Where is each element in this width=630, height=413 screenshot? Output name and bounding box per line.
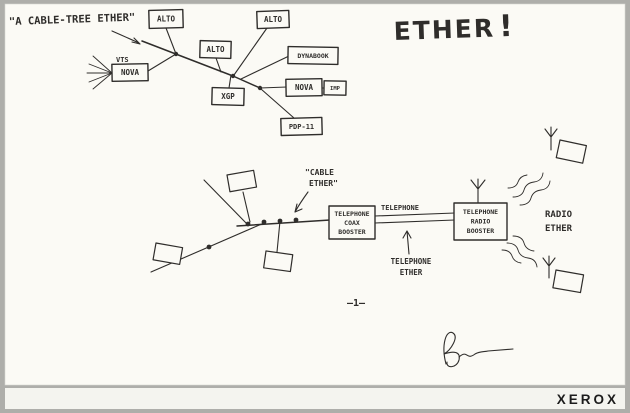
svg-text:ALTO: ALTO	[206, 45, 225, 54]
page-title: ETHER!	[393, 9, 515, 48]
radio-ether-label-line2: ETHER	[545, 224, 573, 234]
junction-dot	[173, 51, 179, 57]
stub-top-terminal	[242, 191, 251, 223]
branch-dynabook	[240, 55, 290, 80]
svg-text:NOVA: NOVA	[295, 83, 314, 92]
svg-text:PDP-11: PDP-11	[289, 123, 314, 131]
tree-caption: "A CABLE-TREE ETHER"	[9, 12, 136, 28]
svg-text:IMP: IMP	[330, 86, 341, 92]
tree-branch-lines	[147, 27, 326, 119]
junction-dot	[230, 73, 236, 79]
vts-label: VTS	[116, 56, 129, 64]
title-word: ETHER	[393, 13, 495, 46]
radio-waves-upper	[507, 172, 551, 206]
branch-nova-right	[259, 86, 288, 89]
remote-upper-antenna-icon	[544, 126, 558, 151]
terminal-screen-bottom	[263, 250, 294, 273]
remote-terminal-upper	[544, 126, 588, 164]
cable-ether-arrow	[294, 191, 309, 213]
terminal-fan	[86, 55, 113, 90]
device-box-dynabook: DYNABOOK	[287, 45, 339, 66]
remote-upper-screen	[555, 139, 588, 164]
tree-caption-arrow	[111, 30, 141, 45]
cable-up-left	[203, 179, 249, 226]
branch-nova-left	[147, 53, 177, 72]
device-box-alto-right: ALTO	[256, 9, 291, 30]
branch-xgp	[228, 74, 232, 89]
svg-text:XGP: XGP	[221, 92, 235, 101]
cable-junction-dots	[206, 217, 299, 250]
booster-antenna-icon	[470, 178, 486, 204]
device-box-imp: IMP	[323, 80, 347, 96]
cable-ether-caption-line2: ETHER"	[309, 179, 338, 188]
page-number: —1—	[347, 298, 366, 309]
branch-alto-top	[165, 27, 177, 55]
remote-terminal-lower	[542, 255, 585, 294]
stub-bottom-terminal	[276, 220, 281, 253]
remote-lower-antenna-icon	[542, 255, 556, 279]
telephone-line-lower	[374, 219, 456, 224]
cable-ether-caption-line1: "CABLE	[305, 168, 334, 177]
device-box-alto-mid: ALTO	[199, 39, 232, 60]
device-box-alto-top: ALTO	[148, 8, 184, 30]
device-box-pdp11: PDP-11	[280, 116, 323, 137]
junction-dot	[257, 85, 263, 91]
svg-text:ALTO: ALTO	[157, 15, 176, 24]
device-box-nova-right: NOVA	[285, 77, 323, 98]
device-box-nova-left: NOVA	[111, 62, 149, 83]
device-box-xgp: XGP	[211, 86, 245, 107]
branch-alto-right	[233, 27, 268, 76]
telephone-ether-label-line2: ETHER	[400, 268, 423, 277]
remote-lower-screen	[552, 269, 585, 294]
svg-text:NOVA: NOVA	[121, 68, 140, 77]
svg-text:DYNABOOK: DYNABOOK	[297, 52, 328, 60]
cable-main-line	[236, 219, 331, 227]
radio-ether-label-line1: RADIO	[545, 210, 573, 220]
radio-waves-lower	[501, 235, 538, 268]
telephone-link-label: TELEPHONE	[381, 204, 419, 212]
title-exclamation: !	[498, 9, 515, 45]
signature	[443, 331, 514, 368]
branch-pdp11	[260, 88, 295, 119]
tree-ether-section: "A CABLE-TREE ETHER" VTS	[9, 8, 347, 137]
telephone-ether-arrow	[402, 230, 412, 255]
branch-alto-mid	[215, 57, 222, 73]
bottom-strip	[5, 388, 625, 409]
terminal-screen-top	[226, 169, 258, 193]
svg-text:ALTO: ALTO	[264, 15, 283, 24]
tree-junction-dots	[173, 51, 263, 91]
terminal-screen-left	[152, 242, 184, 266]
footer: —1— XEROX	[347, 298, 619, 407]
telephone-line-upper	[374, 212, 456, 217]
xerox-logo: XEROX	[557, 392, 619, 407]
telephone-ether-label-line1: TELEPHONE	[391, 257, 432, 266]
